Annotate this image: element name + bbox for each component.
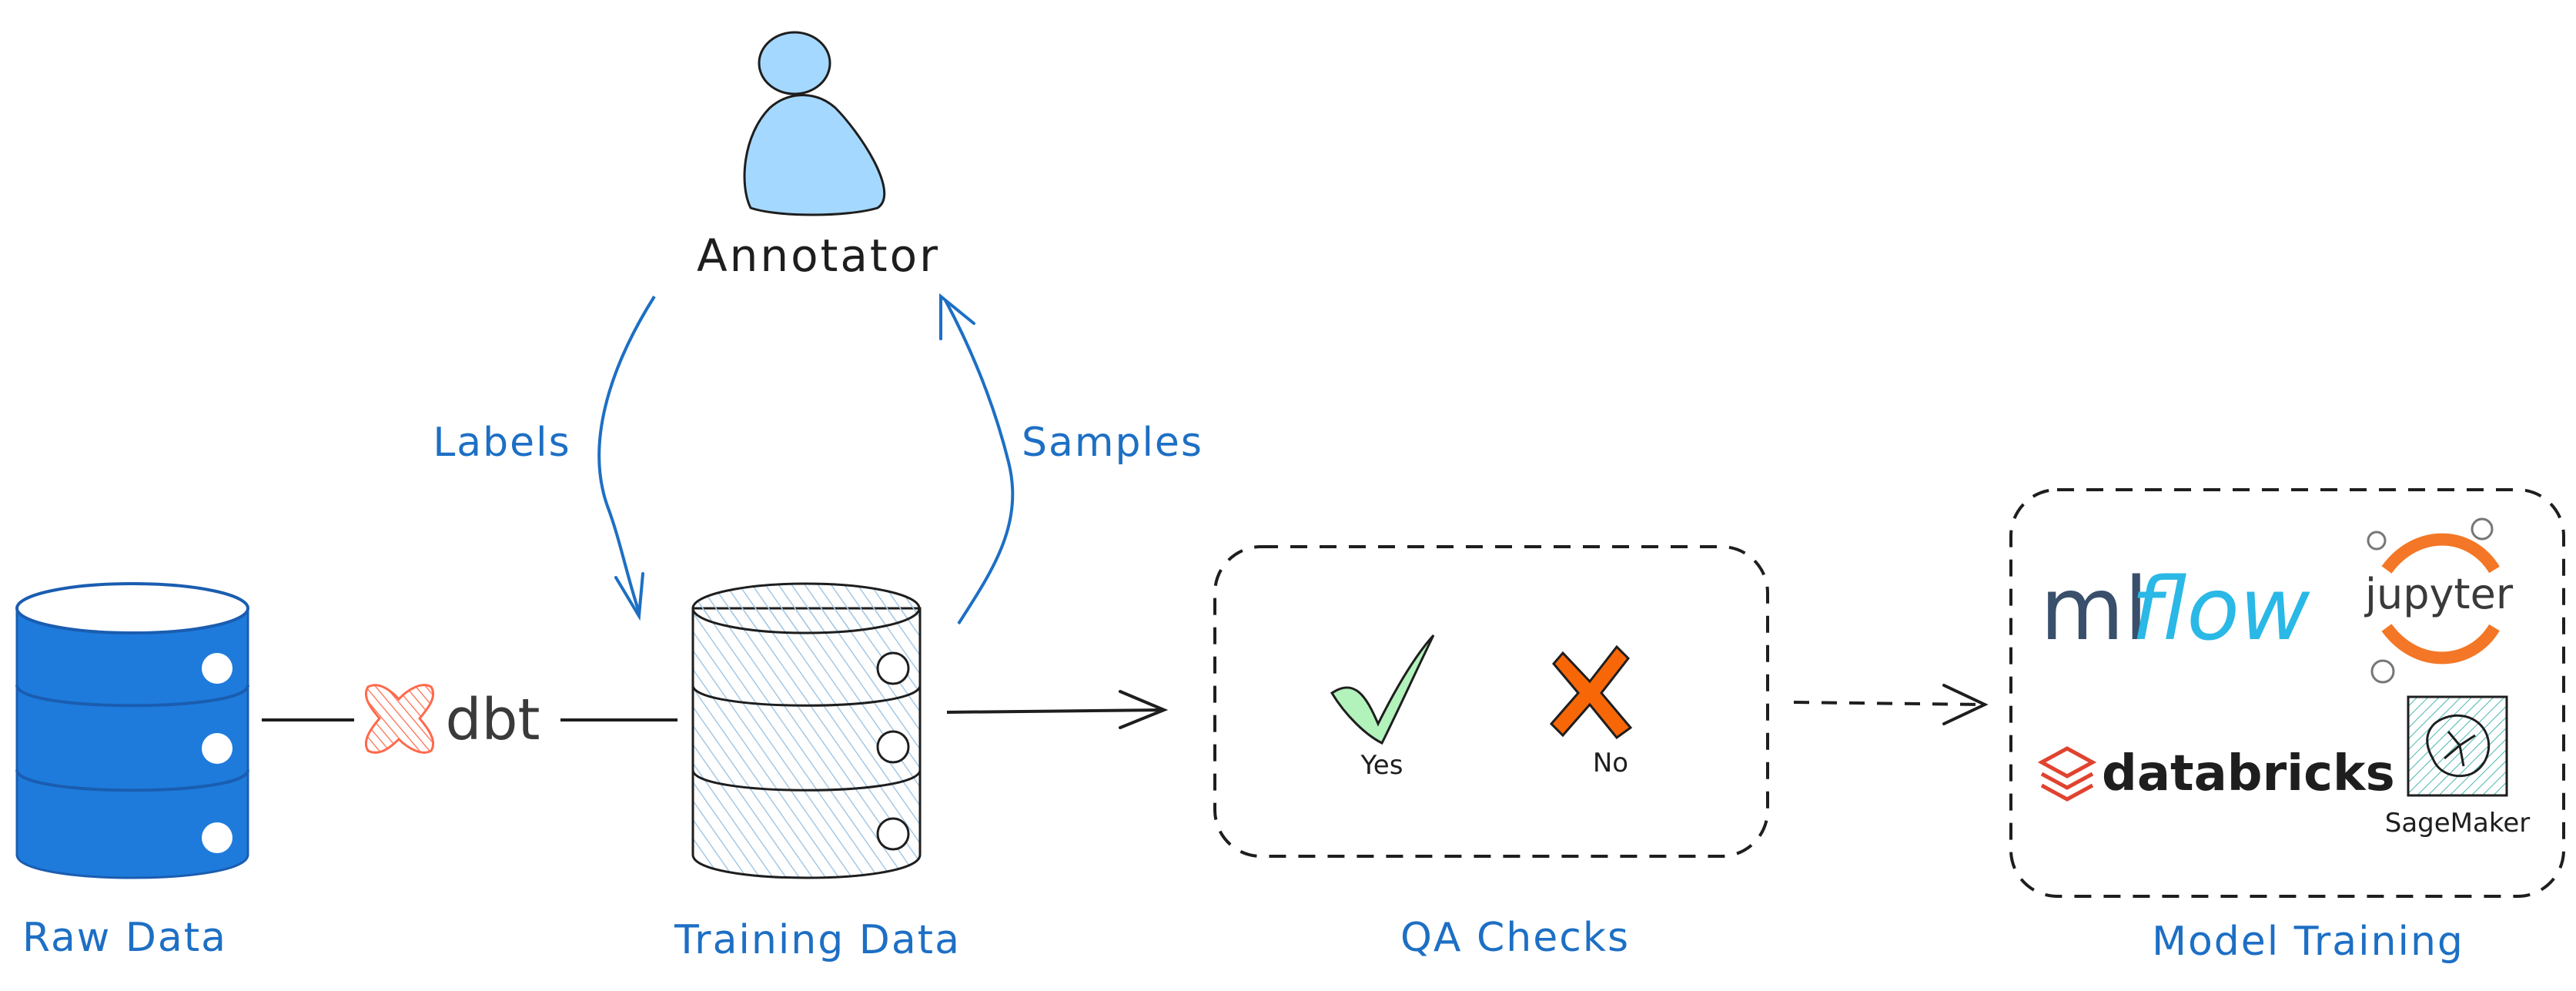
databricks-logo: databricks <box>2037 745 2395 802</box>
training-data-label: Training Data <box>674 917 961 963</box>
labels-edge: Labels <box>433 295 656 621</box>
raw-data-label: Raw Data <box>22 915 227 961</box>
database-icon <box>691 582 922 879</box>
model-training-node: ml flow jupyter databricks SageMaker Mod… <box>2009 488 2565 965</box>
model-training-box <box>2009 488 2565 898</box>
samples-edge-label: Samples <box>1022 420 1203 466</box>
check-icon <box>1330 634 1435 745</box>
model-training-label: Model Training <box>2152 919 2464 965</box>
dbt-label: dbt <box>446 687 540 753</box>
raw-data-node: Raw Data <box>15 582 249 961</box>
annotator-node: Annotator <box>697 31 940 282</box>
labels-edge-label: Labels <box>433 420 570 466</box>
yes-label: Yes <box>1360 750 1403 781</box>
arrow-qa-to-model <box>1793 684 1989 725</box>
qa-checks-label: QA Checks <box>1400 915 1630 961</box>
arrow-training-to-qa <box>946 690 1169 729</box>
jupyter-text: jupyter <box>2364 570 2514 618</box>
sagemaker-text: SageMaker <box>2385 808 2530 839</box>
qa-checks-node: Yes No QA Checks <box>1213 545 1769 961</box>
database-icon <box>15 582 249 879</box>
mlflow-ml-text: ml <box>2040 560 2148 660</box>
sagemaker-logo: SageMaker <box>2385 695 2530 839</box>
jupyter-logo: jupyter <box>2364 517 2514 684</box>
mlflow-flow-text: flow <box>2131 560 2310 660</box>
cross-icon <box>1549 644 1633 740</box>
no-label: No <box>1593 748 1628 778</box>
person-icon <box>743 31 886 216</box>
training-data-node: Training Data <box>674 582 961 963</box>
dbt-logo <box>364 684 435 754</box>
databricks-text: databricks <box>2102 745 2395 802</box>
mlflow-logo: ml flow <box>2040 560 2310 660</box>
annotator-label: Annotator <box>697 229 940 282</box>
qa-checks-box <box>1213 545 1769 858</box>
dbt-node: dbt <box>364 684 540 754</box>
samples-edge: Samples <box>939 293 1203 625</box>
